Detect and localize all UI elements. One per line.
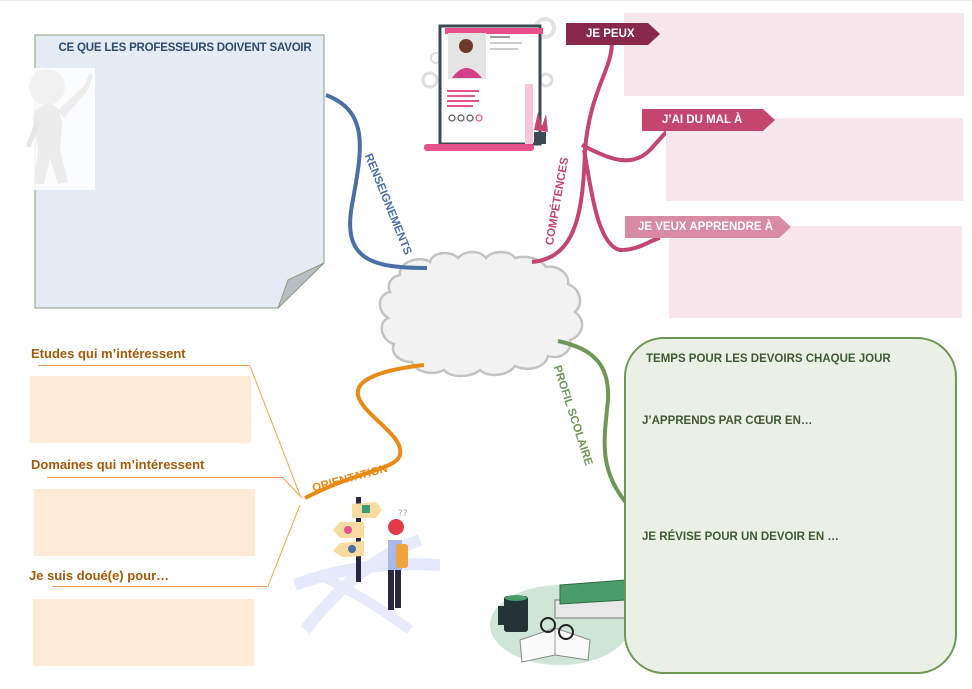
temps-devoirs-label: TEMPS POUR LES DEVOIRS CHAQUE JOUR [646, 353, 891, 365]
je-peux-box[interactable] [624, 13, 964, 96]
doue-underline [52, 586, 267, 587]
renseignements-branch [325, 93, 428, 270]
tag-apprendre: JE VEUX APPRENDRE À [625, 216, 791, 238]
doue-label: Je suis doué(e) pour… [29, 568, 170, 583]
apprends-par-coeur-label: J’APPRENDS PAR CŒUR EN… [642, 415, 813, 427]
domaines-label: Domaines qui m’intéressent [31, 457, 205, 472]
signpost-student-icon: ?? [292, 497, 441, 635]
mal-box[interactable] [666, 118, 963, 201]
revise-devoir-label: JE RÉVISE POUR UN DEVOIR EN … [642, 531, 839, 543]
etudes-label: Etudes qui m’intéressent [31, 346, 186, 361]
doue-field[interactable] [33, 599, 254, 666]
competences-branch-mal [581, 128, 670, 163]
tag-je-peux: JE PEUX [566, 23, 660, 45]
orientation-branch [304, 363, 425, 500]
profil-branch [557, 339, 630, 507]
note-card [34, 34, 325, 309]
profil-scolaire-panel[interactable] [624, 337, 957, 674]
note-card-title: CE QUE LES PROFESSEURS DOIVENT SAVOIR [58, 42, 312, 54]
cloud-center-node [378, 250, 584, 378]
svg-text:??: ?? [398, 509, 408, 519]
domaines-field[interactable] [34, 489, 255, 556]
pointing-figure-icon [25, 68, 95, 190]
tag-mal: J’AI DU MAL À [642, 109, 775, 131]
etudes-field[interactable] [30, 376, 251, 443]
orientation-connectors [249, 365, 303, 587]
competences-branch-apprendre [582, 149, 661, 253]
books-coffee-glasses-icon [490, 579, 630, 665]
top-border [0, 0, 972, 1]
note-card-content-area[interactable] [100, 65, 315, 255]
resume-illustration-icon [421, 17, 556, 151]
domaines-underline [47, 477, 282, 478]
apprendre-box[interactable] [669, 226, 962, 318]
etudes-underline [38, 365, 250, 366]
